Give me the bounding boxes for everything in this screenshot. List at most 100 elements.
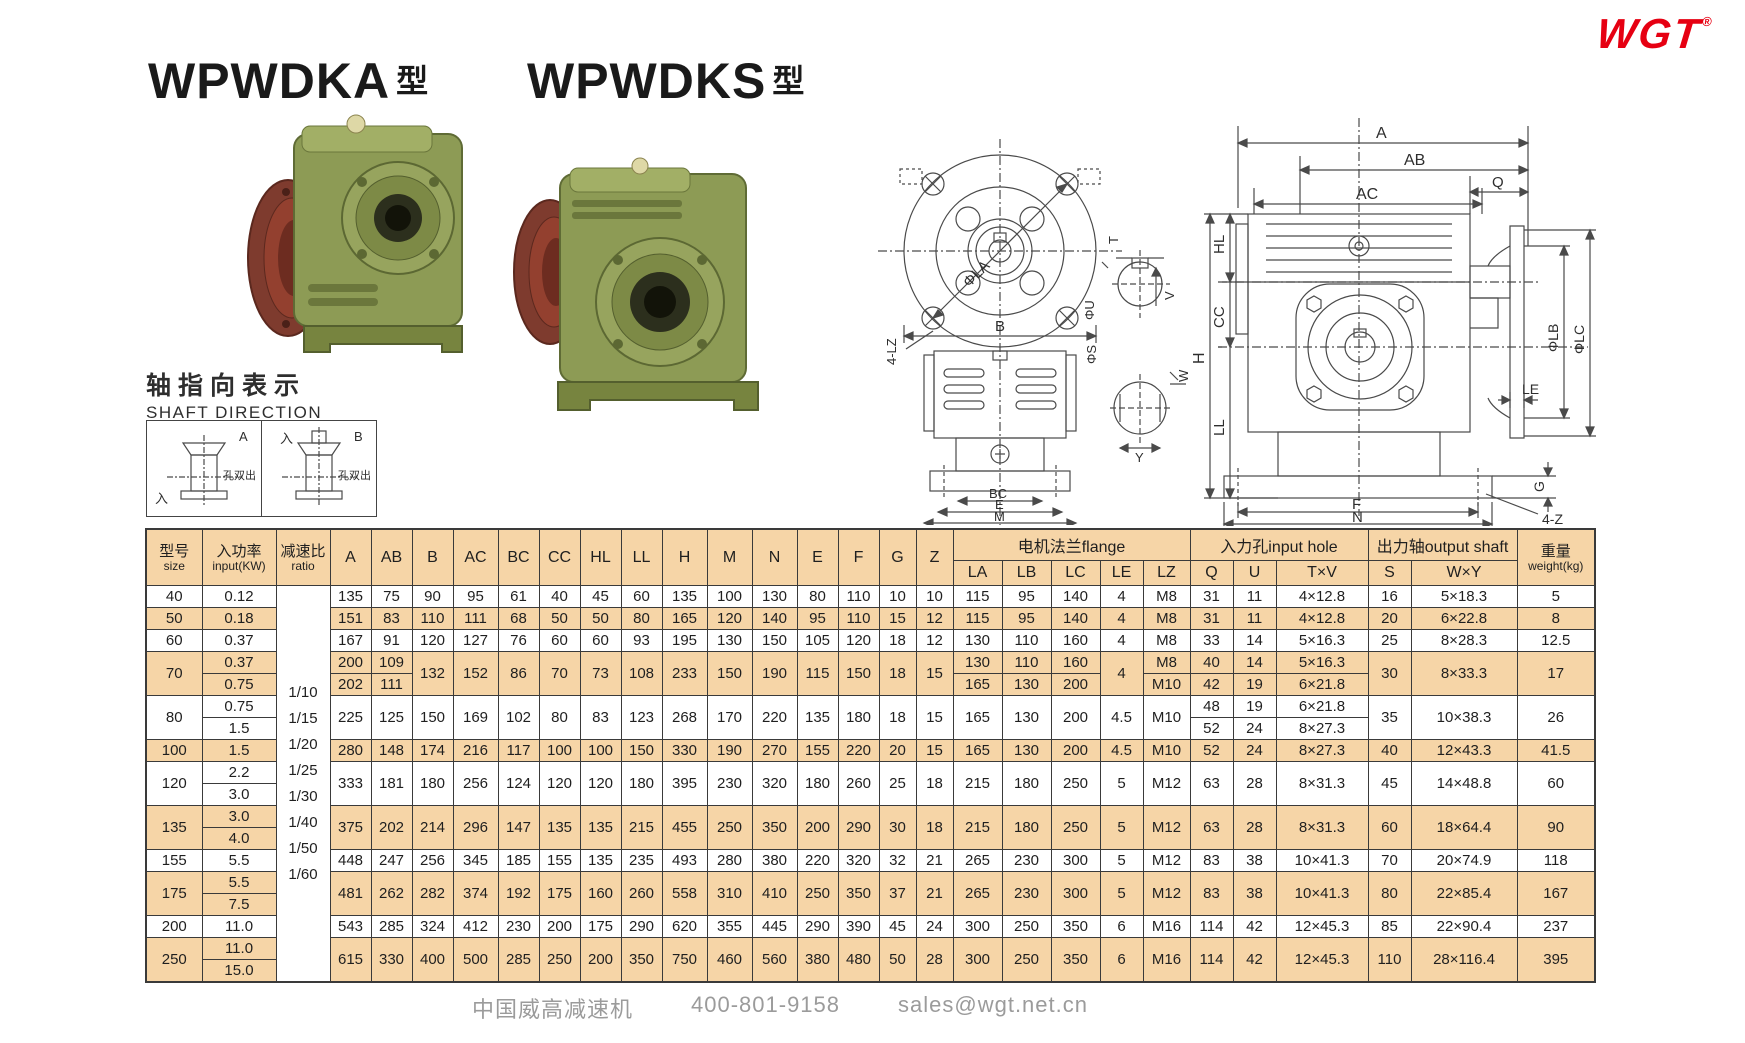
- table-cell: 15: [878, 607, 917, 630]
- shaft-direction-cell-a: A 入 孔双出: [147, 421, 262, 516]
- footer-email: sales@wgt.net.cn: [898, 992, 1088, 1017]
- table-cell: 175: [579, 915, 622, 938]
- table-cell: 180: [411, 761, 454, 806]
- table-cell: 60: [538, 629, 581, 652]
- table-cell: 290: [796, 915, 839, 938]
- table-cell: 117: [497, 739, 540, 762]
- table-cell: 83: [1189, 849, 1234, 872]
- table-cell: 15: [915, 651, 954, 696]
- table-cell: 93: [620, 629, 663, 652]
- table-cell: 5×16.3: [1275, 629, 1369, 652]
- table-cell: 310: [706, 871, 753, 916]
- table-cell: 19: [1232, 695, 1277, 718]
- registered-mark: ®: [1701, 14, 1716, 29]
- table-cell: 90: [411, 585, 454, 608]
- product-photo-wpwdks: [513, 157, 759, 411]
- table-cell: 230: [497, 915, 540, 938]
- table-cell: 4: [1099, 585, 1144, 608]
- table-cell: 270: [751, 739, 798, 762]
- input-power-cell: 3.0: [201, 805, 277, 828]
- table-cell: 8×27.3: [1275, 717, 1369, 740]
- table-cell: 45: [1367, 761, 1412, 806]
- table-cell: 200: [1050, 739, 1101, 762]
- table-cell: 105: [796, 629, 839, 652]
- table-cell: 174: [411, 739, 454, 762]
- col-header-sub: U: [1232, 560, 1277, 586]
- table-cell: 410: [751, 871, 798, 916]
- table-cell: 11: [1232, 585, 1277, 608]
- shaft-direction-box: A 入 孔双出 B 入 孔双出: [146, 420, 377, 517]
- table-cell: 290: [620, 915, 663, 938]
- dim-label-n: N: [1352, 509, 1363, 526]
- table-cell: 300: [952, 915, 1003, 938]
- table-cell: 230: [706, 761, 753, 806]
- table-cell: 83: [370, 607, 413, 630]
- input-power-cell: 5.5: [201, 871, 277, 894]
- table-cell: 150: [411, 695, 454, 740]
- size-cell: 200: [145, 915, 203, 938]
- table-cell: 262: [370, 871, 413, 916]
- table-cell: 190: [706, 739, 753, 762]
- dim-label-q: Q: [1492, 174, 1504, 191]
- table-cell: 20×74.9: [1410, 849, 1518, 872]
- table-cell: 42: [1232, 915, 1277, 938]
- table-cell: 38: [1232, 871, 1277, 916]
- table-cell: 12×45.3: [1275, 937, 1369, 983]
- table-cell: 40: [1189, 651, 1234, 674]
- table-cell: 195: [661, 629, 708, 652]
- table-cell: 225: [329, 695, 372, 740]
- input-power-cell: 0.37: [201, 651, 277, 674]
- input-power-cell: 15.0: [201, 959, 277, 983]
- shaft-direction-title-cn: 轴指向表示: [146, 372, 307, 400]
- table-cell: 60: [1516, 761, 1596, 806]
- dim-label-v: V: [1162, 291, 1177, 300]
- table-cell: 114: [1189, 937, 1234, 983]
- input-power-cell: 0.37: [201, 629, 277, 652]
- dim-label-4lz: 4-LZ: [884, 338, 899, 365]
- table-cell: 140: [751, 607, 798, 630]
- dim-label-le: LE: [1522, 381, 1539, 397]
- table-cell: 355: [706, 915, 753, 938]
- input-power-cell: 2.2: [201, 761, 277, 784]
- table-cell: 560: [751, 937, 798, 983]
- table-cell: 155: [538, 849, 581, 872]
- table-cell: 180: [1001, 761, 1052, 806]
- table-cell: 12×43.3: [1410, 739, 1518, 762]
- table-cell: 130: [706, 629, 753, 652]
- table-cell: 330: [661, 739, 708, 762]
- input-power-cell: 11.0: [201, 915, 277, 938]
- table-cell: 15: [915, 739, 954, 762]
- table-cell: 455: [661, 805, 708, 850]
- table-cell: 130: [1001, 673, 1052, 696]
- table-cell: 165: [952, 673, 1003, 696]
- table-cell: 300: [952, 937, 1003, 983]
- table-cell: 85: [1367, 915, 1412, 938]
- table-cell: 300: [1050, 849, 1101, 872]
- input-power-cell: 7.5: [201, 893, 277, 916]
- table-cell: 250: [1050, 761, 1101, 806]
- table-cell: 10×38.3: [1410, 695, 1518, 740]
- table-cell: 18: [878, 629, 917, 652]
- footer-phone: 400-801-9158: [691, 992, 841, 1017]
- table-cell: 48: [1189, 695, 1234, 718]
- table-cell: 120: [706, 607, 753, 630]
- table-cell: 52: [1189, 717, 1234, 740]
- model-name: WPWDKS: [527, 53, 767, 109]
- out-label: 孔双出: [223, 468, 256, 482]
- input-power-cell: 3.0: [201, 783, 277, 806]
- table-cell: M10: [1142, 695, 1191, 740]
- table-cell: 448: [329, 849, 372, 872]
- table-cell: 6: [1099, 937, 1144, 983]
- table-cell: 4.5: [1099, 695, 1144, 740]
- table-cell: 125: [370, 695, 413, 740]
- col-header-sub: Q: [1189, 560, 1234, 586]
- table-cell: 256: [452, 761, 499, 806]
- side-view-drawing: A AB Q AC HL CC LL H ΦLB ΦLC LE G F N 4-…: [1191, 118, 1596, 526]
- table-cell: 120: [411, 629, 454, 652]
- table-cell: 11: [1232, 607, 1277, 630]
- col-header-sub: LA: [952, 560, 1003, 586]
- table-cell: 10: [915, 585, 954, 608]
